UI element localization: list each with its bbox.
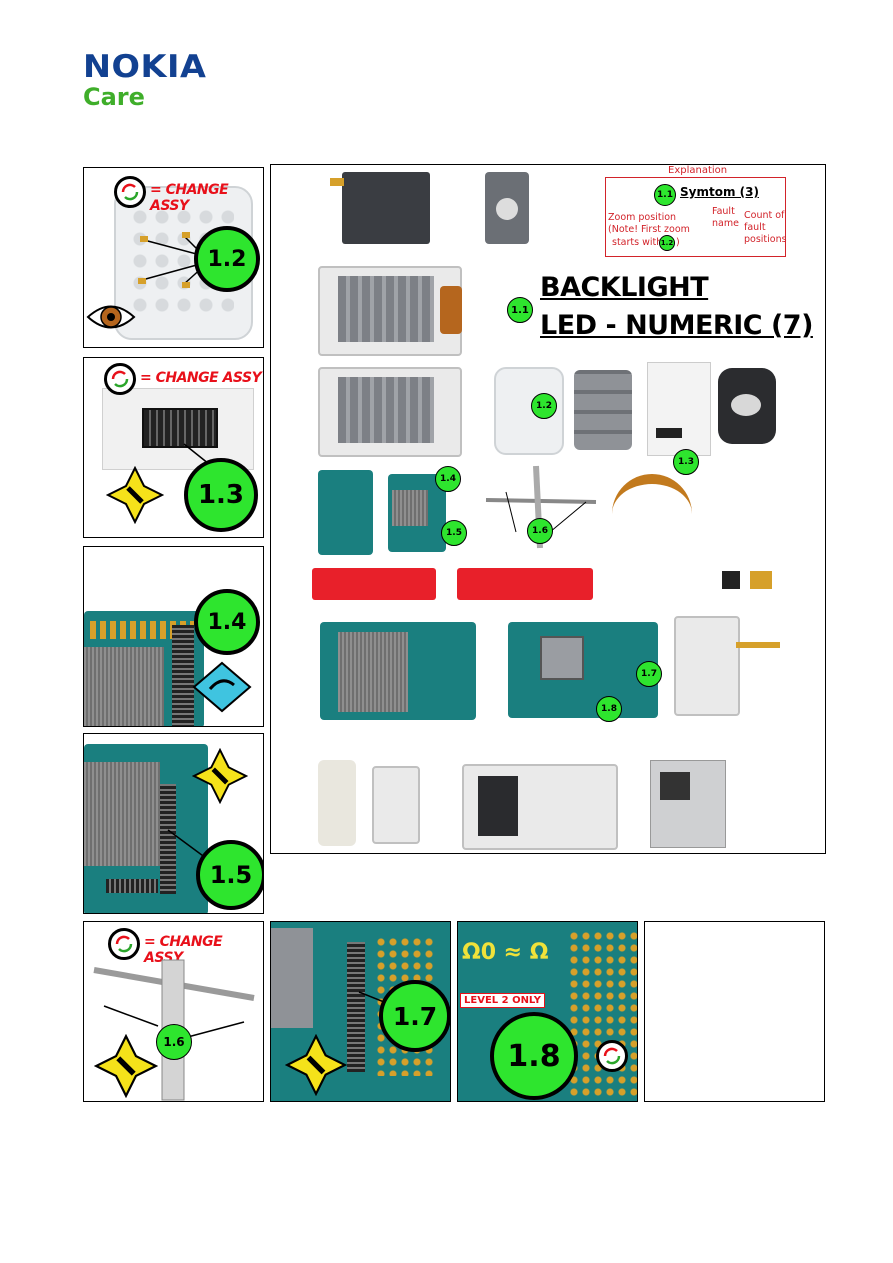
sub-brand-name: Care bbox=[83, 83, 145, 111]
legend-count-2: fault bbox=[744, 222, 766, 233]
explanation-label: Explanation bbox=[668, 165, 728, 176]
zoom-panel-1-3: = CHANGE ASSY 1.3 bbox=[83, 357, 264, 538]
zoom-badge: 1.5 bbox=[196, 840, 263, 910]
legend-fault-2: name bbox=[712, 218, 739, 229]
swap-icon bbox=[108, 928, 140, 960]
speaker-assy bbox=[674, 616, 740, 716]
connector-photo bbox=[106, 879, 158, 893]
brand-name: NOKIA bbox=[83, 49, 207, 85]
keypad-overview bbox=[574, 370, 632, 450]
display-module bbox=[342, 172, 430, 244]
empty-panel bbox=[644, 921, 825, 1102]
legend-note-end: ) bbox=[676, 237, 680, 248]
marker-1-7: 1.7 bbox=[636, 661, 662, 687]
led-pad bbox=[182, 232, 190, 238]
contact-pads bbox=[90, 621, 194, 639]
legend-zoom-badge: 1.1 bbox=[654, 184, 676, 206]
flex-board-a bbox=[318, 470, 373, 555]
esd-diamond-icon bbox=[192, 661, 252, 717]
legend-box: 1.1 Symtom (3) Zoom position (Note! Firs… bbox=[605, 177, 787, 257]
light-guide bbox=[318, 760, 356, 846]
zoom-panel-1-4: 1.4 bbox=[83, 546, 264, 727]
warning-diamond-icon bbox=[93, 1033, 159, 1101]
legend-note-line1: (Note! First zoom bbox=[608, 224, 690, 235]
legend-count-3: positions bbox=[744, 234, 787, 245]
battery-cover-red-a bbox=[312, 568, 436, 600]
nokia-care-logo: NOKIA Care bbox=[83, 52, 206, 111]
legend-zoom-position: Zoom position bbox=[608, 212, 677, 223]
led-pad bbox=[138, 278, 146, 284]
zoom-badge: 1.3 bbox=[184, 458, 258, 532]
chassis-inner bbox=[338, 276, 434, 342]
zoom-panel-1-8: Ω0 ≈ Ω LEVEL 2 ONLY 1.8 bbox=[457, 921, 638, 1102]
nav-key-center bbox=[496, 198, 518, 220]
zoom-badge: 1.6 bbox=[156, 1024, 192, 1060]
led-pad bbox=[140, 236, 148, 242]
swap-icon bbox=[596, 1040, 628, 1072]
camera-assy-core bbox=[660, 772, 690, 800]
zoom-badge: 1.8 bbox=[490, 1012, 578, 1100]
omega-label: Ω0 ≈ Ω bbox=[462, 940, 549, 965]
chassis-inner bbox=[338, 377, 434, 443]
connector-photo bbox=[172, 625, 194, 726]
flex-board-b-shield bbox=[392, 490, 428, 526]
gold-dots bbox=[568, 930, 637, 1100]
marker-1-6: 1.6 bbox=[527, 518, 553, 544]
swap-icon bbox=[114, 176, 146, 208]
ui-board-overview bbox=[647, 362, 711, 456]
connector-photo bbox=[142, 408, 218, 448]
zoom-panel-1-7: 1.7 bbox=[270, 921, 451, 1102]
top-cover-key bbox=[731, 394, 761, 416]
zoom-badge: 1.7 bbox=[379, 980, 450, 1052]
camera-module bbox=[722, 571, 740, 589]
sim-holder bbox=[540, 636, 584, 680]
legend-fault-1: Fault bbox=[712, 206, 735, 217]
ui-bracket bbox=[372, 766, 420, 844]
sim-holder bbox=[271, 928, 313, 1028]
zoom-panel-1-5: 1.5 bbox=[83, 733, 264, 914]
legend-symptom: Symtom (3) bbox=[680, 185, 759, 199]
title-line2: LED - NUMERIC (7) bbox=[540, 310, 813, 341]
connector-photo bbox=[160, 784, 176, 894]
change-assy-label: = CHANGE ASSY bbox=[150, 182, 229, 214]
middle-frame-flex bbox=[478, 776, 518, 836]
main-pcb-back-shield bbox=[338, 632, 408, 712]
zoom-badge: 1.2 bbox=[194, 226, 260, 292]
title-badge: 1.1 bbox=[507, 297, 533, 323]
zoom-badge: 1.4 bbox=[194, 589, 260, 655]
warning-diamond-icon bbox=[284, 1033, 348, 1100]
ui-connector bbox=[656, 428, 682, 438]
led-pad bbox=[182, 282, 190, 288]
marker-1-8: 1.8 bbox=[596, 696, 622, 722]
warning-diamond-icon bbox=[105, 465, 165, 528]
warning-diamond-icon bbox=[191, 747, 249, 808]
level-label: LEVEL 2 ONLY bbox=[460, 993, 545, 1008]
zoom-panel-1-6: = CHANGE ASSY 1.6 bbox=[83, 921, 264, 1102]
battery-cover-red-b bbox=[457, 568, 593, 600]
legend-count-1: Count of bbox=[744, 210, 785, 221]
display-flex bbox=[330, 178, 344, 186]
connector-photo bbox=[347, 942, 365, 1072]
legend-note-line2: starts with bbox=[612, 237, 663, 248]
swap-icon bbox=[104, 363, 136, 395]
marker-1-4: 1.4 bbox=[435, 466, 461, 492]
zoom-panel-1-2: = CHANGE ASSY 1.2 bbox=[83, 167, 264, 348]
marker-1-5: 1.5 bbox=[441, 520, 467, 546]
camera-module-b bbox=[750, 571, 772, 589]
marker-1-3: 1.3 bbox=[673, 449, 699, 475]
shield-can bbox=[84, 647, 164, 726]
side-key bbox=[440, 286, 462, 334]
change-assy-label: = CHANGE ASSY bbox=[140, 370, 262, 386]
shield-can bbox=[84, 762, 160, 866]
eye-icon bbox=[86, 300, 136, 334]
camera-flex bbox=[612, 474, 692, 544]
speaker-flex bbox=[736, 642, 780, 648]
title-line1: BACKLIGHT bbox=[540, 272, 709, 303]
marker-1-2: 1.2 bbox=[531, 393, 557, 419]
legend-note-badge: 1.2 bbox=[659, 235, 675, 251]
